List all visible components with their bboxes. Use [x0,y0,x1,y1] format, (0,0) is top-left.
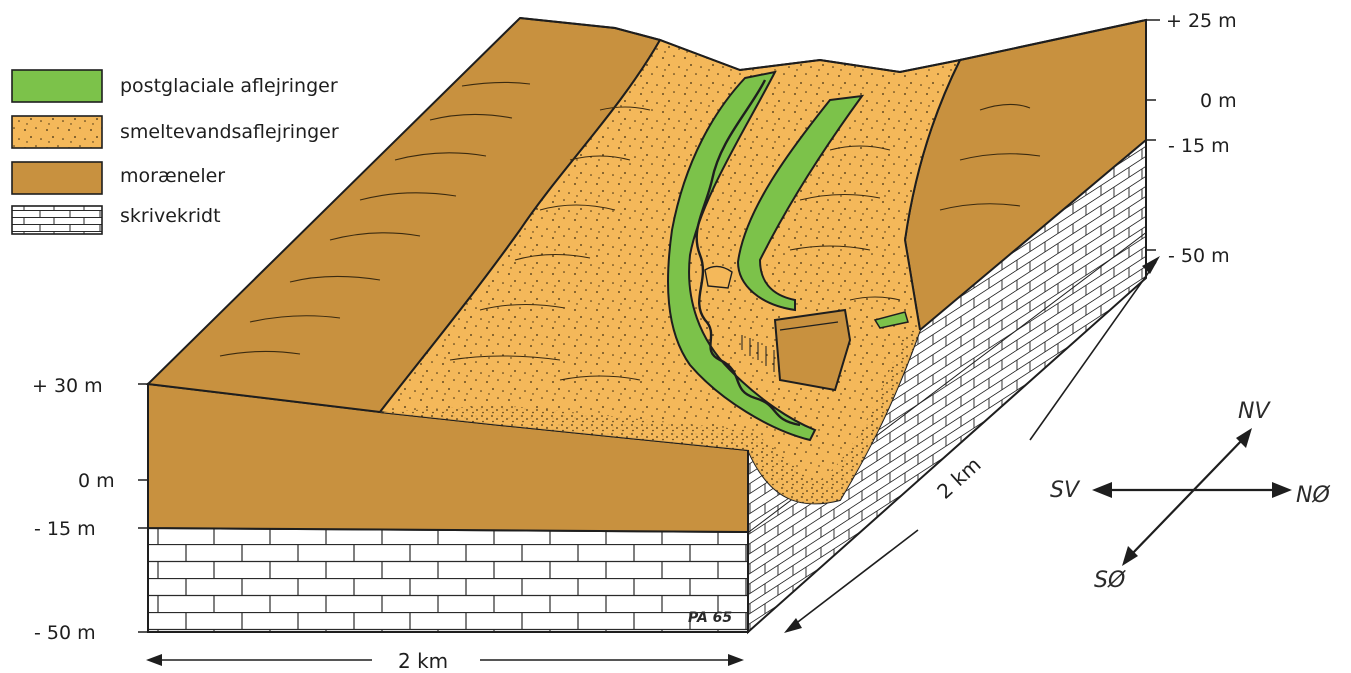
right-scale-top: + 25 m [1166,10,1237,32]
legend-swatch-moraine [12,162,102,194]
legend-swatch-chalk [12,206,102,234]
legend-swatch-meltwater [12,116,102,148]
left-scale-top: + 30 m [32,375,103,397]
legend-label-postglacial: postglaciale aflejringer [120,75,338,97]
front-width-dimension: 2 km [146,649,744,673]
artist-signature: PA 65 [688,610,732,626]
front-width-label: 2 km [398,649,448,673]
right-scale-zero: 0 m [1200,90,1237,112]
left-depth-scale: + 30 m 0 m - 15 m - 50 m [32,375,148,644]
left-scale-mid: - 15 m [34,518,96,540]
right-scale-bottom: - 50 m [1168,245,1230,267]
compass-sv: SV [1050,478,1081,503]
compass-no: NØ [1296,483,1330,508]
right-scale-mid: - 15 m [1168,135,1230,157]
left-scale-zero: 0 m [78,470,115,492]
legend-label-chalk: skrivekridt [120,205,221,227]
legend: postglaciale aflejringer smeltevandsafle… [12,70,339,234]
compass-nv: NV [1238,399,1271,424]
legend-label-moraine: moræneler [120,165,225,187]
left-scale-bottom: - 50 m [34,622,96,644]
compass-so: SØ [1094,568,1126,593]
legend-label-meltwater: smeltevandsaflejringer [120,121,339,143]
compass-rose: NV SV NØ SØ [1050,399,1330,593]
right-depth-scale: + 25 m 0 m - 15 m - 50 m [1146,10,1237,267]
kame-mound [705,266,732,288]
chalk-front-face [148,528,748,632]
legend-swatch-postglacial [12,70,102,102]
